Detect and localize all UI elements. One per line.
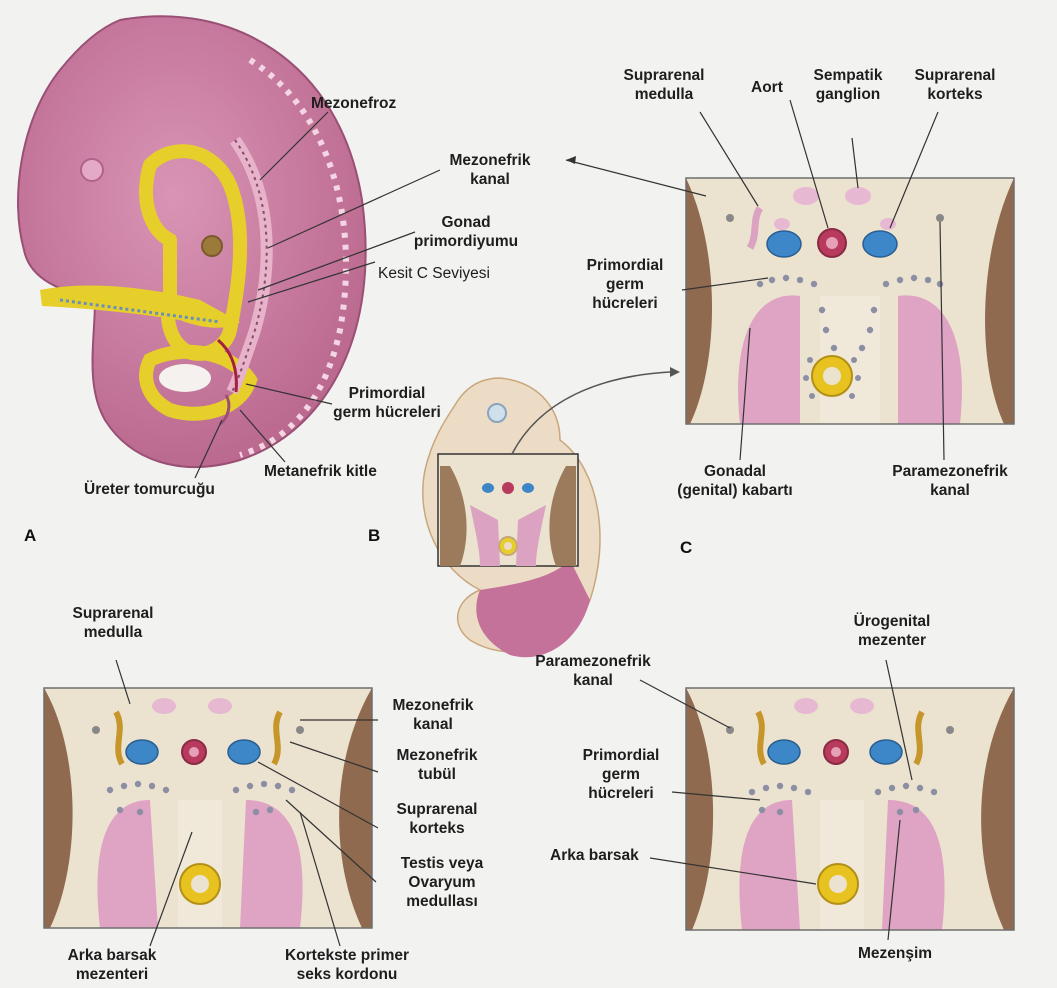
label-bl-suprarenal-korteks: Suprarenal korteks [382, 800, 492, 838]
label-c-suprarenal-korteks: Suprarenal korteks [902, 66, 1008, 104]
label-primordial-germ-a: Primordial germ hücreleri [312, 384, 462, 422]
label-bl-kortekste: Kortekste primer seks kordonu [262, 946, 432, 984]
label-gonad-primordiyumu: Gonad primordiyumu [390, 213, 542, 251]
label-br-primordial-germ: Primordial germ hücreleri [566, 746, 676, 803]
label-c-gonadal-kabarti: Gonadal (genital) kabartı [650, 462, 820, 500]
label-metanefrik-kitle: Metanefrik kitle [264, 462, 377, 481]
label-br-mezensim: Mezenşim [840, 944, 950, 963]
label-c-paramezonefrik: Paramezonefrik kanal [868, 462, 1032, 500]
label-bl-mezonefrik-tubul: Mezonefrik tubül [382, 746, 492, 784]
label-c-suprarenal-medulla: Suprarenal medulla [612, 66, 716, 104]
label-c-sempatik-ganglion: Sempatik ganglion [798, 66, 898, 104]
label-bl-mezonefrik-kanal: Mezonefrik kanal [378, 696, 488, 734]
label-ureter-tomurcugu: Üreter tomurcuğu [84, 480, 215, 499]
panel-letter-b: B [368, 526, 380, 546]
label-bl-testis-ovaryum: Testis veya Ovaryum medullası [382, 854, 502, 911]
panel-letter-a: A [24, 526, 36, 546]
label-bl-arka-barsak-mezenteri: Arka barsak mezenteri [52, 946, 172, 984]
label-c-aort: Aort [751, 78, 783, 97]
label-br-arka-barsak: Arka barsak [550, 846, 639, 865]
label-bl-suprarenal-medulla: Suprarenal medulla [58, 604, 168, 642]
section-bottom-right [640, 660, 1014, 940]
label-br-paramezonefrik: Paramezonefrik kanal [518, 652, 668, 690]
section-bottom-left [44, 660, 378, 946]
label-kesit-c: Kesit C Seviyesi [378, 264, 490, 283]
label-mezonefroz: Mezonefroz [311, 94, 396, 113]
label-mezonefrik-kanal-top: Mezonefrik kanal [428, 151, 552, 189]
label-br-urogenital: Ürogenital mezenter [832, 612, 952, 650]
panel-letter-c: C [680, 538, 692, 558]
label-c-primordial-germ: Primordial germ hücreleri [570, 256, 680, 313]
